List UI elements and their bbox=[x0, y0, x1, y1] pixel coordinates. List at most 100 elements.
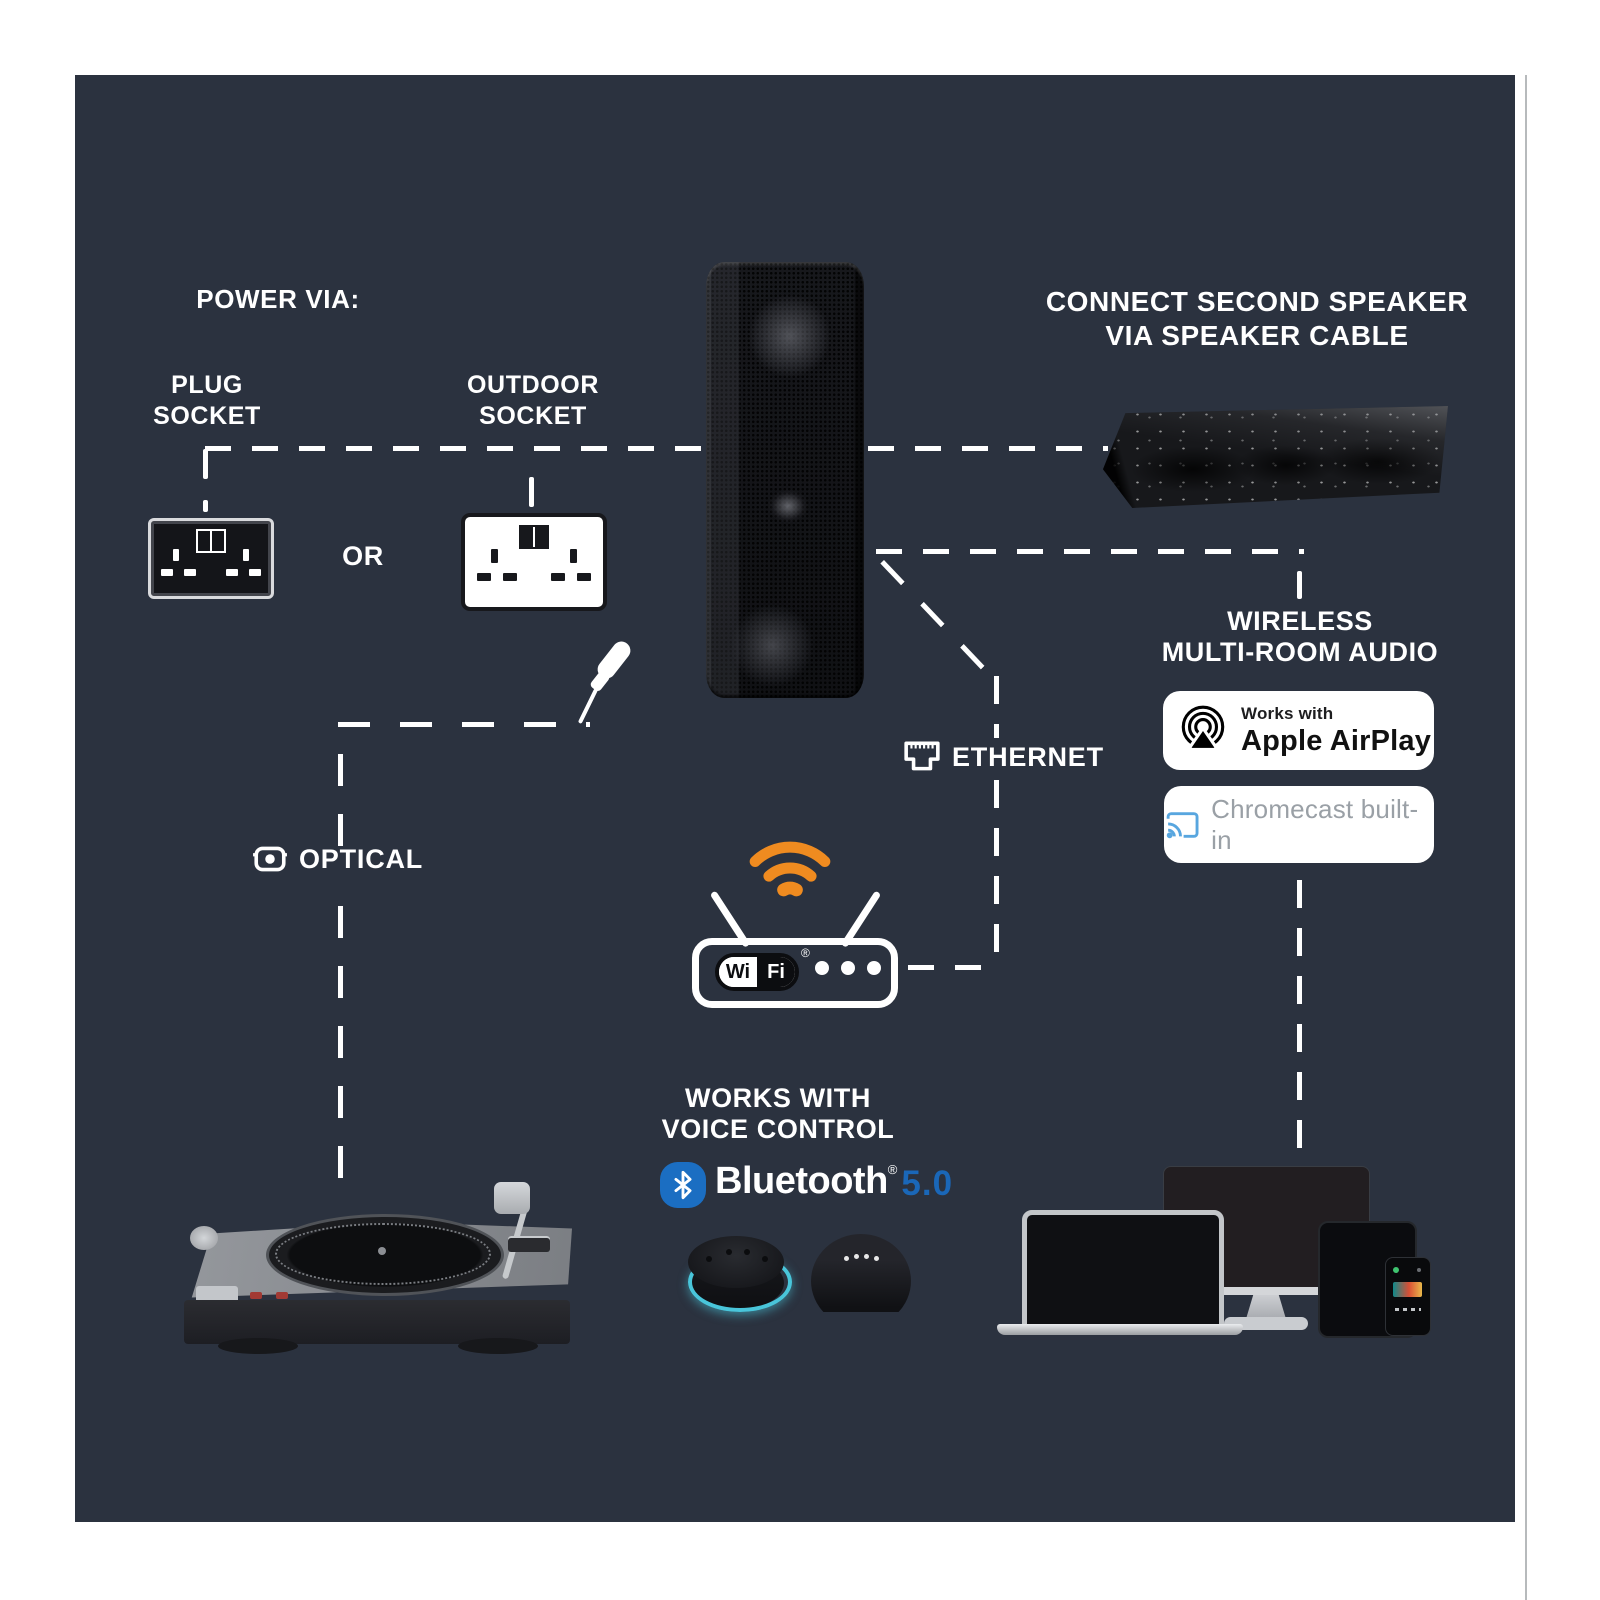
ethernet-label: ETHERNET bbox=[952, 741, 1104, 772]
optical-line-horizontal bbox=[338, 722, 590, 727]
phone-album-art bbox=[1393, 1282, 1422, 1297]
turntable-foot bbox=[458, 1338, 538, 1354]
wireless-line1: WIRELESS bbox=[1227, 606, 1373, 636]
voice-line1: WORKS WITH bbox=[685, 1083, 871, 1113]
google-home-image bbox=[811, 1234, 911, 1312]
phone-status-dot2 bbox=[1417, 1268, 1421, 1272]
aux-jack-cable bbox=[577, 688, 599, 724]
turntable-spindle bbox=[378, 1247, 386, 1255]
router-icon bbox=[692, 938, 898, 1008]
airplay-icon bbox=[1181, 705, 1225, 751]
bluetooth-version: 5.0 bbox=[901, 1164, 954, 1203]
monitor-stand-base bbox=[1224, 1317, 1308, 1330]
google-home-dome bbox=[811, 1234, 911, 1312]
wireless-line2: MULTI-ROOM AUDIO bbox=[1161, 637, 1439, 667]
connect-line2: VIA SPEAKER CABLE bbox=[1105, 320, 1409, 351]
turntable-button-red bbox=[250, 1292, 262, 1299]
ethernet-label-group: ETHERNET bbox=[903, 740, 1104, 774]
optical-label: OPTICAL bbox=[299, 843, 424, 874]
airplay-badge: Works with Apple AirPlay bbox=[1163, 691, 1434, 770]
wifi-logo-wi: Wi bbox=[719, 957, 757, 987]
wifi-logo: Wi Fi bbox=[715, 953, 799, 991]
monitor-chin bbox=[1163, 1287, 1370, 1295]
aux-jack-icon bbox=[575, 633, 665, 733]
bluetooth-wordmark: Bluetooth bbox=[715, 1160, 888, 1202]
plug-socket-label: PLUG SOCKET bbox=[107, 370, 307, 432]
optical-line-lower bbox=[338, 906, 343, 1190]
wireless-to-devices-line bbox=[1297, 880, 1302, 1158]
phone-status-dot bbox=[1393, 1267, 1399, 1273]
turntable-foot bbox=[218, 1338, 298, 1354]
chromecast-badge: Chromecast built-in bbox=[1164, 786, 1434, 863]
ethernet-line-lower bbox=[994, 780, 999, 970]
optical-port-icon bbox=[253, 846, 287, 872]
turntable-pitch-slider bbox=[508, 1236, 550, 1252]
cast-icon bbox=[1166, 811, 1199, 838]
connect-second-speaker-title: CONNECT SECOND SPEAKER VIA SPEAKER CABLE bbox=[1027, 285, 1487, 353]
echo-dot-image bbox=[687, 1236, 792, 1314]
pinhole bbox=[503, 573, 517, 581]
turntable-strobe-ring bbox=[275, 1223, 491, 1285]
wifi-logo-fi: Fi bbox=[757, 957, 795, 987]
router-led-dot bbox=[867, 961, 881, 975]
voice-line2: VOICE CONTROL bbox=[661, 1114, 895, 1144]
pinhole bbox=[249, 569, 261, 576]
phone-image bbox=[1385, 1257, 1431, 1336]
pinhole bbox=[570, 549, 577, 563]
plug-stub-dot bbox=[203, 500, 208, 512]
router-led-dot bbox=[841, 961, 855, 975]
pinhole bbox=[491, 549, 498, 563]
connect-line1: CONNECT SECOND SPEAKER bbox=[1045, 286, 1469, 317]
pinhole bbox=[173, 549, 179, 561]
chromecast-name: Chromecast built-in bbox=[1211, 793, 1419, 855]
airplay-text-group: Works with Apple AirPlay bbox=[1241, 704, 1431, 758]
turntable-base bbox=[184, 1300, 570, 1344]
power-via-title: POWER VIA: bbox=[196, 284, 360, 314]
wireless-connector-line-horizontal bbox=[876, 549, 1304, 554]
ethernet-port-icon bbox=[904, 741, 940, 771]
bluetooth-registered-mark: ® bbox=[887, 1162, 898, 1177]
bluetooth-icon bbox=[660, 1162, 706, 1208]
turntable-image bbox=[178, 1180, 578, 1355]
ethernet-line-upper bbox=[994, 676, 999, 738]
wifi-signal-icon bbox=[749, 841, 831, 897]
echo-dot-top bbox=[688, 1236, 784, 1288]
pinhole bbox=[551, 573, 565, 581]
pinhole bbox=[577, 573, 591, 581]
page-edge-artifact-line bbox=[1525, 75, 1527, 1600]
pinhole bbox=[226, 569, 238, 576]
airplay-name: Apple AirPlay bbox=[1241, 724, 1432, 757]
phone-player-controls bbox=[1395, 1308, 1421, 1311]
plug-socket-illustration bbox=[148, 518, 274, 599]
outdoor-socket-label: OUTDOOR SOCKET bbox=[433, 370, 633, 432]
turntable-knob bbox=[190, 1226, 218, 1250]
second-speaker-image bbox=[1103, 406, 1448, 508]
outdoor-socket-switch bbox=[519, 525, 549, 549]
plug-socket-switch bbox=[196, 529, 226, 553]
plug-socket-line2: SOCKET bbox=[153, 402, 261, 430]
power-connector-line bbox=[205, 446, 705, 451]
wireless-multiroom-title: WIRELESS MULTI-ROOM AUDIO bbox=[1090, 606, 1510, 668]
optical-line-upper bbox=[338, 754, 343, 852]
bluetooth-logo-group: Bluetooth ® 5.0 bbox=[660, 1160, 953, 1208]
second-speaker-connector-line bbox=[868, 446, 1108, 451]
laptop-image bbox=[1022, 1210, 1224, 1334]
outdoor-stub-line bbox=[529, 477, 534, 507]
router-led-dot bbox=[815, 961, 829, 975]
main-speaker-image bbox=[706, 262, 864, 698]
monitor-stand-neck bbox=[1246, 1295, 1286, 1319]
outdoor-socket-line2: SOCKET bbox=[479, 402, 587, 430]
outdoor-socket-line1: OUTDOOR bbox=[467, 371, 599, 399]
or-label: OR bbox=[342, 541, 384, 571]
wireless-connector-stub bbox=[1297, 571, 1302, 599]
pinhole bbox=[161, 569, 173, 576]
voice-control-title: WORKS WITH VOICE CONTROL bbox=[578, 1083, 978, 1145]
pinhole bbox=[184, 569, 196, 576]
plug-socket-line1: PLUG bbox=[171, 371, 243, 399]
laptop-base bbox=[997, 1324, 1243, 1335]
pinhole bbox=[477, 573, 491, 581]
pinhole bbox=[243, 549, 249, 561]
wifi-logo-registered-mark: ® bbox=[801, 946, 810, 960]
plug-stub-line bbox=[203, 449, 208, 479]
outdoor-socket-illustration bbox=[461, 513, 607, 611]
